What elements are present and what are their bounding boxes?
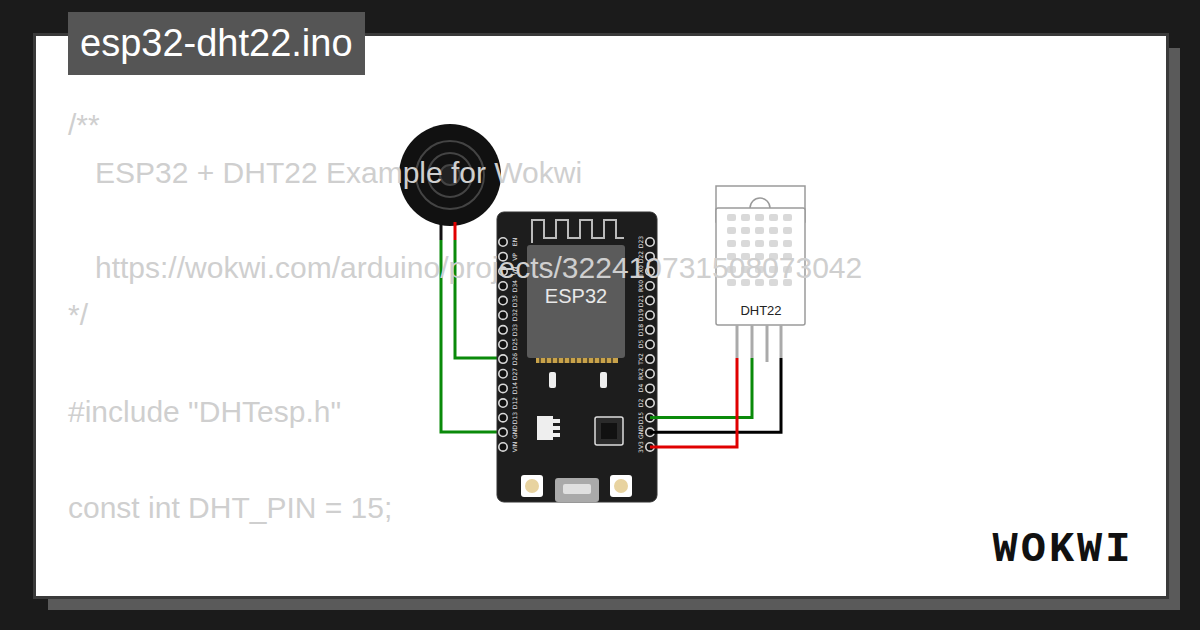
- pin-label: D25: [510, 338, 517, 350]
- pin-label: GND: [636, 425, 643, 439]
- pin-label: D22: [636, 250, 643, 262]
- pin-hole: [646, 326, 654, 334]
- pin-label: D5: [636, 340, 643, 348]
- pin-hole: [499, 370, 507, 378]
- pin-label: D14: [510, 382, 517, 394]
- pin-hole: [499, 311, 507, 319]
- pin-label: D32: [510, 309, 517, 321]
- pin-label: D18: [636, 324, 643, 336]
- pin-label: VP: [510, 253, 517, 261]
- pin-label: D35: [510, 294, 517, 306]
- code-line: ESP32 + DHT22 Example for Wokwi: [95, 156, 582, 190]
- pin-label: D12: [510, 397, 517, 409]
- pin-label: D2: [636, 399, 643, 407]
- code-line: /**: [68, 108, 100, 142]
- pin-label: D26: [510, 353, 517, 365]
- pin-label: D21: [636, 294, 643, 306]
- ground-wire: [657, 358, 781, 432]
- wire-stub: [650, 416, 657, 419]
- pin-label: D15: [636, 412, 643, 424]
- pin-hole: [499, 238, 507, 246]
- pin-hole: [499, 384, 507, 392]
- logo-text: WOKWI: [992, 527, 1133, 573]
- wire-stub: [650, 431, 657, 434]
- pin-hole: [499, 296, 507, 304]
- pin-hole: [499, 340, 507, 348]
- title-tab: esp32-dht22.ino: [68, 12, 365, 75]
- pin-label: D19: [636, 309, 643, 321]
- code-line: */: [68, 298, 88, 332]
- pin-hole: [499, 443, 507, 451]
- pin-label: VN: [510, 267, 517, 276]
- pin-hole: [646, 311, 654, 319]
- pin-label: D34: [510, 280, 517, 292]
- pin-hole: [646, 370, 654, 378]
- pin-label: D13: [510, 412, 517, 424]
- pin-label: TX0: [636, 265, 643, 277]
- pin-label: D33: [510, 324, 517, 336]
- pin-label: D27: [510, 368, 517, 380]
- pin-hole: [499, 399, 507, 407]
- pin-hole: [646, 384, 654, 392]
- pin-label: RX2: [636, 368, 643, 380]
- pin-hole: [499, 413, 507, 421]
- code-line: const int DHT_PIN = 15;: [68, 491, 392, 525]
- code-line: #include "DHTesp.h": [68, 395, 341, 429]
- pin-label: VIN: [510, 442, 517, 452]
- sensor-label: DHT22: [740, 303, 781, 318]
- pin-hole: [646, 399, 654, 407]
- title-text: esp32-dht22.ino: [68, 12, 365, 75]
- wire-stub: [650, 446, 657, 449]
- pin-hole: [499, 355, 507, 363]
- code-line: https://wokwi.com/arduino/projects/32241…: [95, 251, 862, 285]
- pin-label: D4: [636, 384, 643, 392]
- pin-hole: [646, 296, 654, 304]
- chip-label: ESP32: [545, 285, 607, 308]
- pin-label: EN: [510, 238, 517, 246]
- pin-hole: [646, 238, 654, 246]
- pin-label: TX2: [636, 353, 643, 365]
- pin-label: D23: [636, 236, 643, 248]
- pin-label: 3V3: [636, 441, 643, 453]
- pin-hole: [499, 326, 507, 334]
- pin-hole: [499, 428, 507, 436]
- pin-label: GND: [510, 425, 517, 439]
- power-wire: [657, 358, 737, 447]
- pin-hole: [646, 355, 654, 363]
- pin-label: RX0: [636, 280, 643, 292]
- pin-hole: [646, 340, 654, 348]
